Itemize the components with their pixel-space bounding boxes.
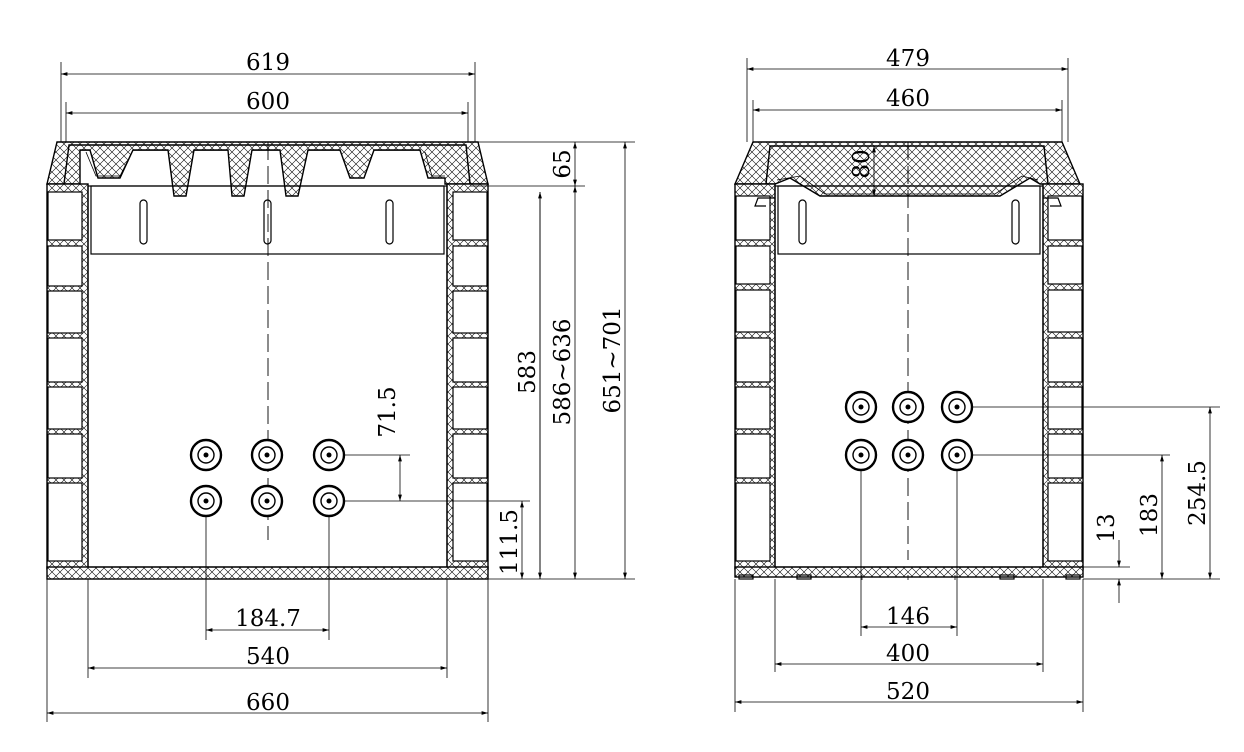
- right-dim-520: 520: [886, 679, 930, 705]
- right-dim-183: 183: [1137, 493, 1163, 537]
- right-left-wall-cells: [735, 195, 771, 562]
- left-holes: [189, 438, 346, 518]
- left-base: [46, 566, 489, 580]
- right-dim-146: 146: [886, 604, 930, 630]
- left-view: 619 600 184.7 540 660 65 583 586~636 651…: [46, 50, 635, 722]
- right-inner-cavity: [774, 185, 1044, 568]
- right-wall-cells-l: [452, 191, 488, 562]
- right-dim-400: 400: [886, 641, 930, 667]
- right-slot-left: [798, 199, 807, 245]
- right-frame-band: [777, 185, 1041, 255]
- right-base: [734, 566, 1084, 578]
- left-wall-cells: [47, 191, 83, 562]
- left-dim-651-701: 651~701: [600, 306, 626, 413]
- right-dim-13: 13: [1094, 513, 1120, 542]
- left-slots: [139, 199, 394, 245]
- right-cover-inner: [776, 175, 1039, 195]
- left-extension-lines: [46, 62, 635, 722]
- right-slot-right: [1011, 199, 1020, 245]
- right-dim-254-5: 254.5: [1185, 460, 1211, 526]
- left-dim-184-7: 184.7: [235, 606, 301, 632]
- left-dim-660: 660: [246, 690, 290, 716]
- left-dimension-lines: [47, 72, 627, 715]
- right-view: 479 460 146 400 520 80 13 183 254.5: [733, 46, 1220, 712]
- right-cover-body: [765, 145, 1049, 197]
- left-dim-583: 583: [515, 350, 541, 394]
- right-hook-right: [1043, 197, 1062, 207]
- right-base-feet: [738, 574, 1081, 580]
- left-dim-71-5: 71.5: [375, 386, 401, 437]
- right-right-wall-cells: [1047, 195, 1083, 562]
- left-dim-586-636: 586~636: [550, 318, 576, 425]
- left-cover-hollow: [424, 151, 445, 177]
- left-dim-540: 540: [246, 644, 290, 670]
- right-extension-lines: [734, 58, 1220, 712]
- right-hook-left: [754, 197, 775, 207]
- right-holes: [844, 390, 974, 472]
- left-dim-619: 619: [246, 50, 290, 76]
- right-dim-80: 80: [849, 149, 875, 178]
- left-cover-body: [63, 144, 471, 197]
- right-dimension-lines: [735, 67, 1212, 704]
- left-dim-111-5: 111.5: [497, 509, 523, 575]
- left-dim-600: 600: [246, 89, 290, 115]
- right-dim-479: 479: [886, 46, 930, 72]
- left-dim-65: 65: [550, 149, 576, 178]
- right-dim-460: 460: [886, 86, 930, 112]
- left-cover-hollow: [85, 151, 133, 177]
